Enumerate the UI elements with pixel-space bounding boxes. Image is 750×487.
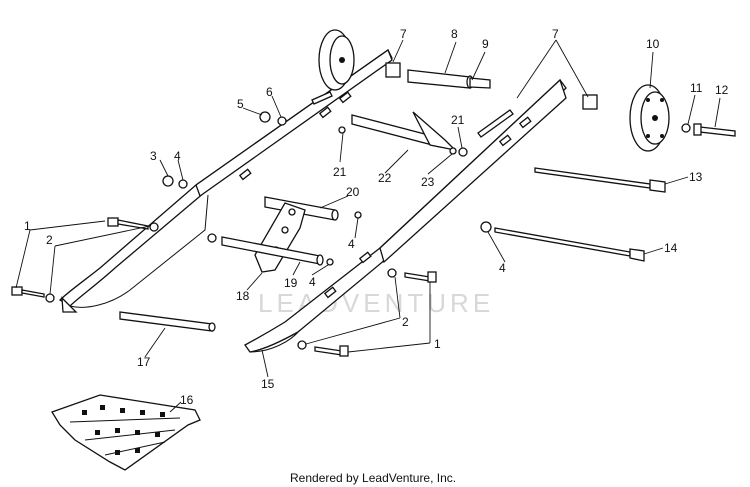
- leader-lines: [15, 39, 721, 413]
- callout-18: 18: [236, 289, 250, 303]
- callout-17: 17: [137, 355, 151, 369]
- bolt-1-right-upper: [404, 271, 437, 283]
- bolt-1-left-upper: [107, 217, 149, 230]
- callout-7a: 7: [400, 27, 407, 41]
- front-wheel: [318, 29, 355, 91]
- callout-16: 16: [180, 393, 194, 407]
- callout-14: 14: [664, 241, 678, 255]
- cross-brace-22: [351, 111, 457, 152]
- bolt-front: [311, 91, 333, 105]
- idler-wheel-10: [629, 84, 670, 152]
- watermark-text: LEADVENTURE: [258, 288, 494, 318]
- callout-19: 19: [284, 276, 298, 290]
- callout-9: 9: [482, 37, 489, 51]
- callout-23: 23: [421, 175, 435, 189]
- slide-kit-16: [51, 394, 201, 471]
- callout-10: 10: [646, 37, 660, 51]
- callout-2-right: 2: [402, 315, 409, 329]
- right-rail: [244, 78, 567, 353]
- bushing-7a: [385, 62, 401, 78]
- callout-13: 13: [689, 170, 703, 184]
- callout-7b: 7: [552, 27, 559, 41]
- callout-6: 6: [266, 85, 273, 99]
- bolt-21: [477, 109, 514, 138]
- bolt-12: [693, 123, 736, 137]
- callout-1-right: 1: [434, 337, 441, 351]
- rod-14: [494, 227, 645, 262]
- callout-11: 11: [690, 81, 703, 95]
- callout-3: 3: [150, 149, 157, 163]
- callout-4d: 4: [499, 261, 506, 275]
- callout-labels: 1 1 2 2 3 4 4 4 4 5 6 7 7 8 9 10 11 12 1…: [24, 27, 729, 407]
- bushing-7b: [582, 94, 598, 110]
- callout-15: 15: [261, 377, 275, 391]
- shaft-19: [221, 236, 324, 266]
- rod-13: [534, 167, 666, 193]
- callout-4a: 4: [174, 149, 181, 163]
- washers: [45, 111, 691, 350]
- callout-8: 8: [451, 27, 458, 41]
- callout-1-left: 1: [24, 219, 31, 233]
- callout-4c: 4: [309, 275, 316, 289]
- tube-17: [119, 311, 216, 332]
- bracket-18: [254, 202, 306, 273]
- bolt-1-left-lower: [11, 286, 45, 298]
- callout-12: 12: [715, 83, 729, 97]
- left-rail-slots: [238, 91, 352, 181]
- callout-22: 22: [378, 171, 392, 185]
- callout-20: 20: [346, 185, 360, 199]
- bolt-1-right-lower: [314, 345, 349, 357]
- left-rail: [58, 48, 393, 313]
- callout-21b: 21: [451, 113, 465, 127]
- callout-5: 5: [237, 97, 244, 111]
- footer-credit: Rendered by LeadVenture, Inc.: [290, 471, 456, 485]
- callout-21a: 21: [333, 165, 347, 179]
- axle-tube-8: [407, 69, 491, 89]
- callout-4b: 4: [348, 237, 355, 251]
- callout-2-left: 2: [46, 233, 53, 247]
